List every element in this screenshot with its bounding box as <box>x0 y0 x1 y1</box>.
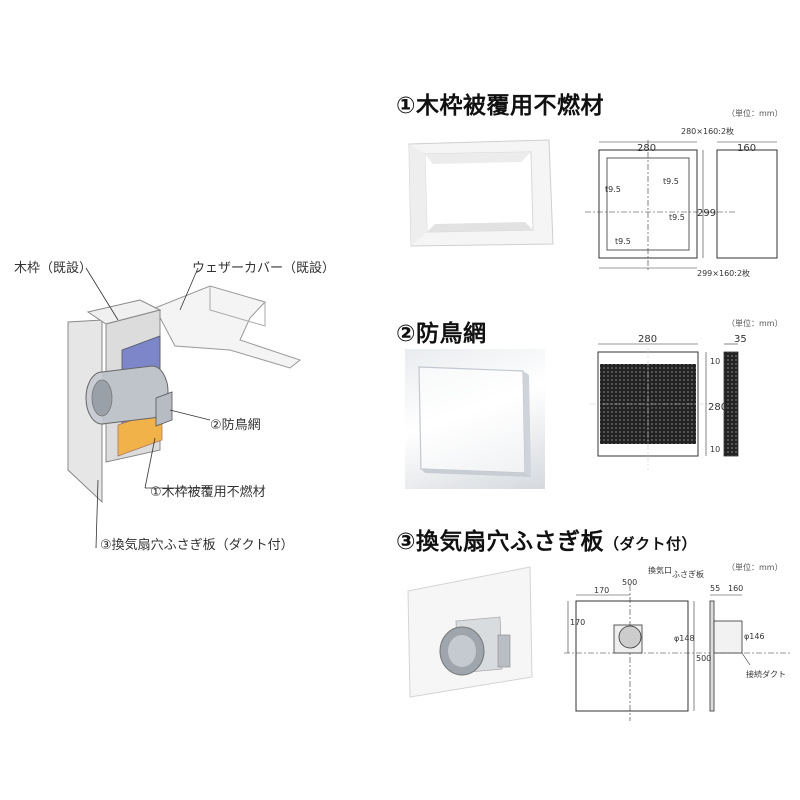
section3-unit: （単位：mm） <box>727 563 783 572</box>
dim-t-left: t9.5 <box>605 185 621 194</box>
dim-duct-depth: 160 <box>728 584 743 593</box>
dim-net-width: 280 <box>638 334 657 345</box>
assembly-illustration <box>67 267 302 549</box>
dim-net-height: 280 <box>708 402 727 413</box>
dim-plate-width: 500 <box>622 578 637 587</box>
dim-sheet-top: 280×160:2枚 <box>681 126 734 136</box>
dim-height: 299 <box>697 208 716 219</box>
label-weather-cover: ウェザーカバー（既設） <box>192 261 336 276</box>
bird-net-photo <box>405 349 545 489</box>
label-frame-cover-material: ①木枠被覆用不燃材 <box>150 485 266 500</box>
dim-offset-y: 170 <box>570 618 585 627</box>
dim-duct-label: 接続ダクト <box>746 669 786 679</box>
section2-title: ②防鳥網 <box>396 321 487 347</box>
dim-sheet-bottom: 299×160:2枚 <box>697 268 750 278</box>
vent-cover-plate-photo <box>404 565 536 703</box>
dim-plate-height: 500 <box>696 654 711 663</box>
section3-title: ③換気扇穴ふさぎ板（ダクト付） <box>396 522 697 556</box>
vent-cover-plate-drawing: 換気口 ふさぎ板 500 170 170 500 φ148 55 160 φ14… <box>564 565 790 721</box>
dim-net-depth: 35 <box>734 334 747 345</box>
dim-t-top: t9.5 <box>663 177 679 186</box>
dim-net-margin-bottom: 10 <box>710 445 720 454</box>
section2-unit: （単位：mm） <box>727 319 783 328</box>
dim-t-right: t9.5 <box>669 213 685 222</box>
label-wood-frame: 木枠（既設） <box>14 261 93 276</box>
dim-plate-label: ふさぎ板 <box>672 569 704 579</box>
dim-dia-side: φ146 <box>744 632 765 641</box>
bird-net-drawing: 280 35 280 10 10 <box>590 334 747 470</box>
wall-board-shape <box>67 319 103 504</box>
frame-cover-drawing: 280×160:2枚 280 160 t9.5 t9.5 t9.5 t9.5 2… <box>585 126 778 278</box>
net-panel-shape <box>155 391 173 427</box>
dim-width: 280 <box>637 143 656 154</box>
dim-offset-x: 170 <box>594 586 609 595</box>
section3-title-main: ③換気扇穴ふさぎ板 <box>396 529 604 555</box>
section3-title-sub: （ダクト付） <box>603 535 697 553</box>
frame-cover-photo <box>403 138 555 250</box>
dim-t-bottom: t9.5 <box>615 237 631 246</box>
dim-hole-label: 換気口 <box>648 565 672 575</box>
section1-unit: （単位：mm） <box>727 109 783 118</box>
dim-plate-thickness: 55 <box>710 584 720 593</box>
label-vent-cover-plate: ③換気扇穴ふさぎ板（ダクト付） <box>100 538 294 553</box>
dim-dia-front: φ148 <box>674 634 695 643</box>
label-bird-net: ②防鳥網 <box>210 418 261 433</box>
dim-depth: 160 <box>737 143 756 154</box>
section1-title: ①木枠被覆用不燃材 <box>396 93 604 119</box>
dim-net-margin-top: 10 <box>710 357 720 366</box>
weather-cover-shape <box>154 285 302 369</box>
